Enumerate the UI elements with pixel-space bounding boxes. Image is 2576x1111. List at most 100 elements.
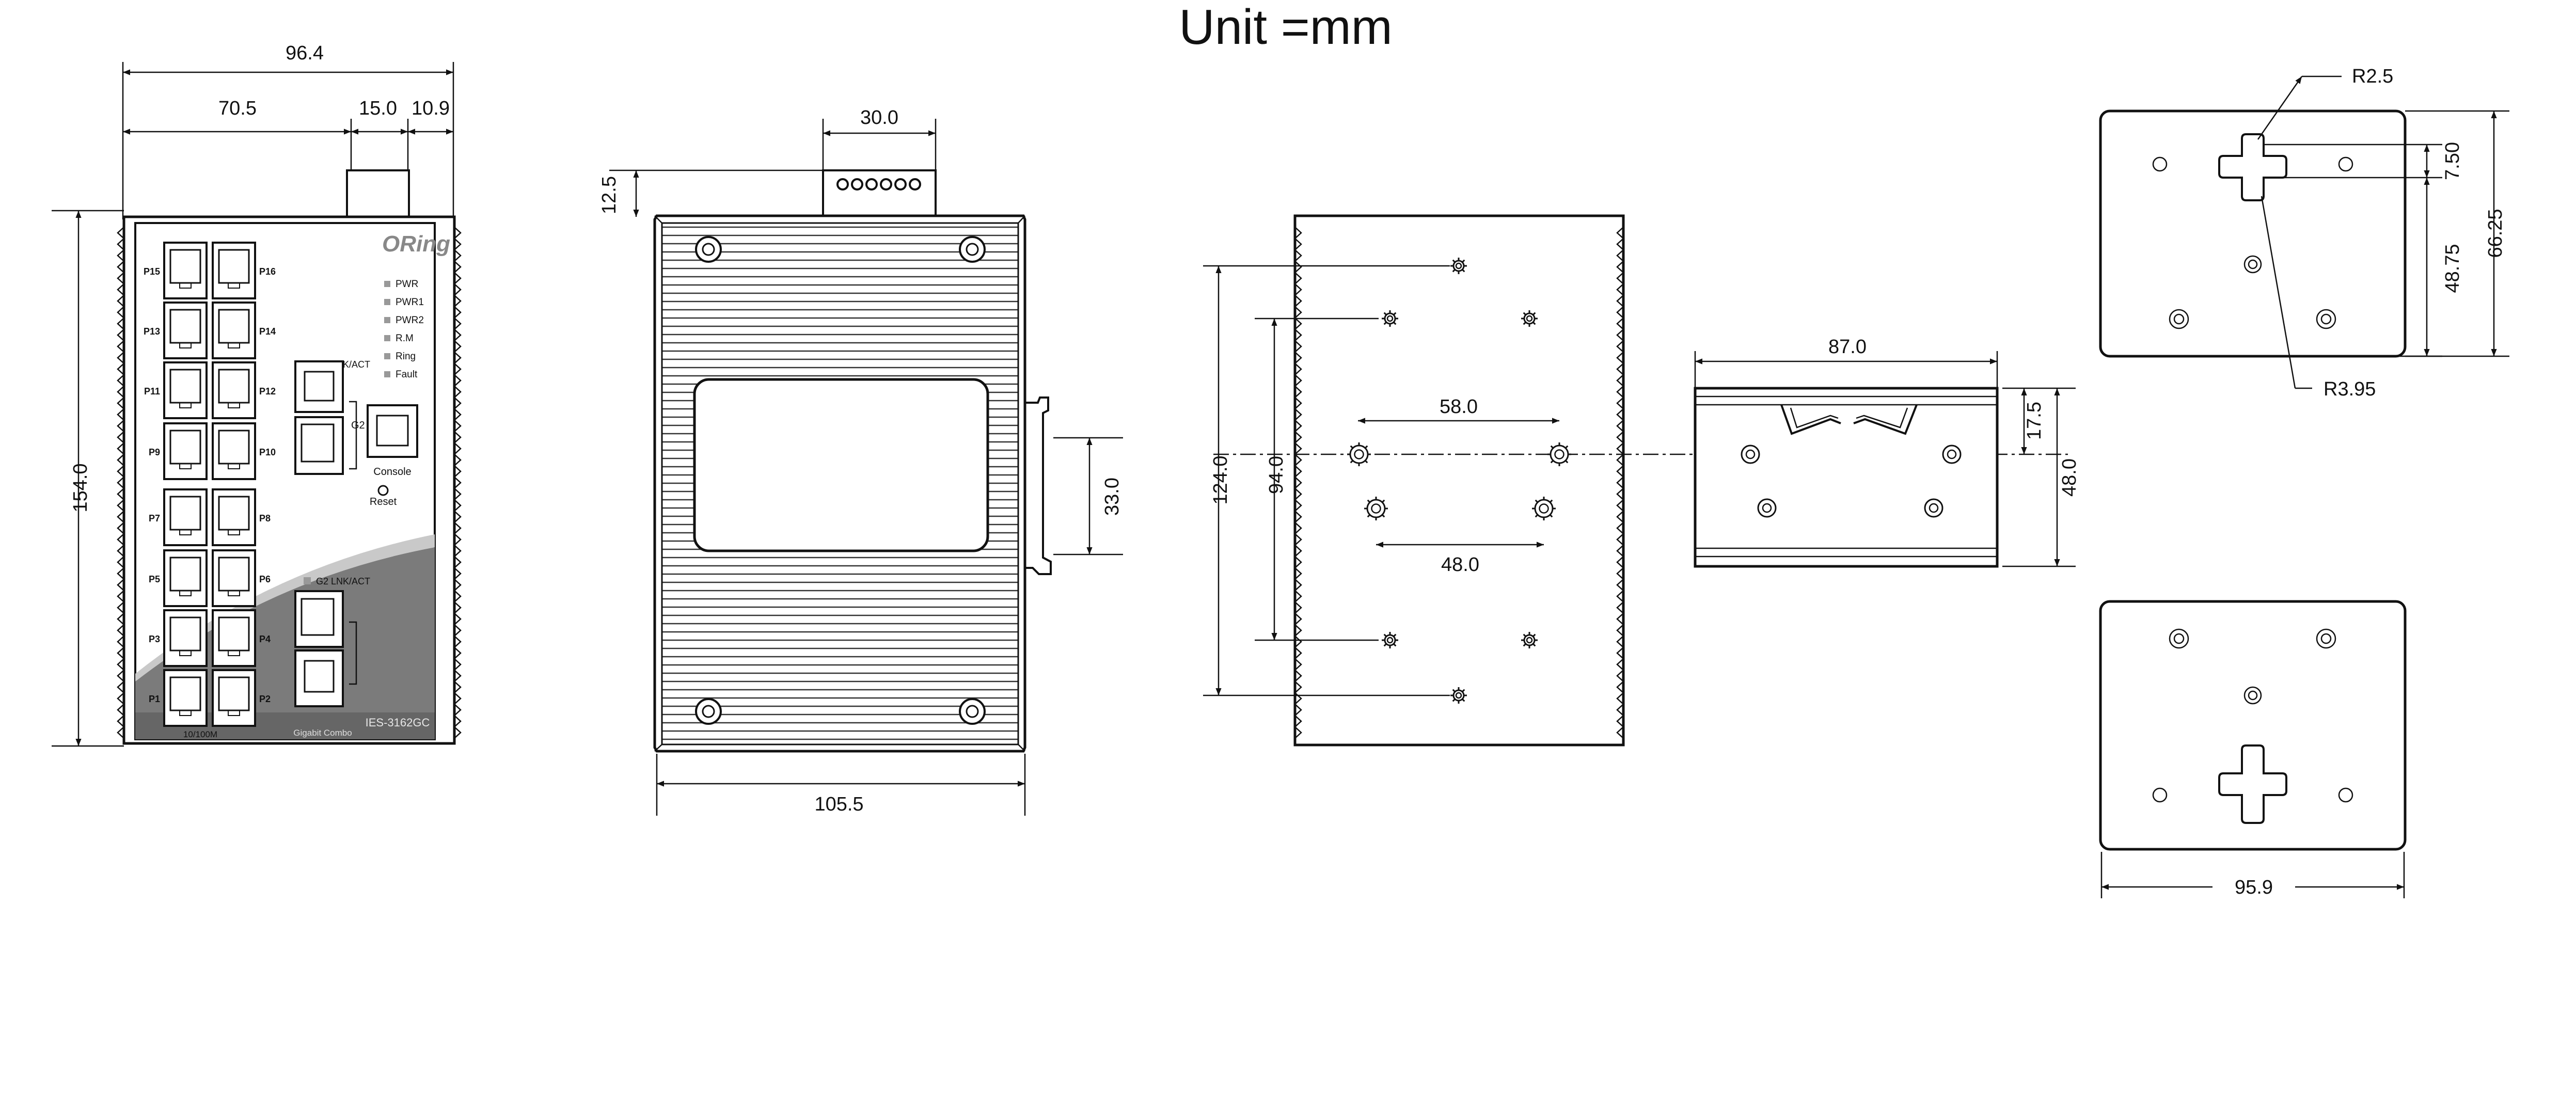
rj45-port — [163, 361, 208, 419]
dim-outer-height: 124.0 — [1210, 455, 1231, 504]
din-rail-clip: 87.0 17.5 48.0 — [1694, 336, 2080, 568]
model-label: IES-3162GC — [366, 716, 430, 729]
g2-label: G2 — [351, 420, 365, 431]
label-large-radius: R3.95 — [2324, 378, 2376, 400]
dim-plate-width: 95.9 — [2235, 877, 2273, 898]
terminal-pin — [909, 178, 921, 191]
port-label: P11 — [144, 386, 160, 396]
dim-slot-offset: 7.50 — [2442, 142, 2463, 180]
dim-right-section: 10.9 — [412, 98, 450, 119]
clip-hole — [1924, 498, 1943, 518]
g2-sfp-port — [294, 416, 344, 475]
rj45-port — [212, 242, 256, 299]
mount-hole — [1523, 634, 1536, 646]
mount-hole — [1534, 499, 1554, 518]
terminal-pin — [836, 178, 849, 191]
rj45-port — [163, 669, 208, 727]
mount-hole — [1452, 260, 1465, 272]
rj45-port — [212, 361, 256, 419]
led-indicator — [384, 335, 390, 341]
dim-din-height: 33.0 — [1101, 478, 1123, 516]
port-label: P13 — [144, 326, 160, 337]
dim-middle-section: 15.0 — [359, 98, 397, 119]
rj45-port — [163, 242, 208, 299]
keyhole-slot-bottom — [2218, 744, 2287, 824]
rj45-port — [212, 488, 256, 546]
port-label: P3 — [149, 634, 160, 644]
console-port — [367, 404, 418, 458]
dim-overall-width: 96.4 — [286, 42, 324, 64]
dim-left-section: 70.5 — [218, 98, 257, 119]
port-label: P6 — [259, 574, 271, 584]
reset-button — [377, 485, 389, 496]
dim-connector-width: 30.0 — [860, 107, 898, 129]
led-indicator — [384, 371, 390, 377]
wall-plate-top — [2099, 109, 2407, 358]
dim-height: 154.0 — [70, 463, 91, 512]
led-indicator — [384, 299, 390, 305]
rj45-port — [212, 422, 256, 480]
mount-hole — [1384, 634, 1396, 646]
gigabit-label: Gigabit Combo — [293, 728, 352, 738]
port-label: P1 — [149, 694, 160, 704]
led-label: R.M — [396, 333, 414, 344]
port-label: P14 — [259, 326, 276, 337]
front-view: 96.4 70.5 15.0 10.9 154.0 ORing P15P13P1… — [52, 42, 462, 747]
led-indicator — [384, 353, 390, 359]
terminal-pin — [865, 178, 878, 191]
rj45-port — [212, 609, 256, 667]
brand-logo: ORing — [382, 231, 450, 257]
port-label: P16 — [259, 266, 276, 277]
port-label: P8 — [259, 513, 271, 523]
port-label: P7 — [149, 513, 160, 523]
port-label: P4 — [259, 634, 271, 644]
rj45-port — [212, 669, 256, 727]
led-label: Fault — [396, 369, 418, 380]
dim-lower-spacing: 48.0 — [1441, 554, 1479, 576]
terminal-block — [822, 169, 937, 218]
mount-hole — [1349, 445, 1369, 464]
port-label: P5 — [149, 574, 160, 584]
screw — [959, 698, 986, 725]
wall-mount-plates: R2.5 R3.95 7.50 48.75 66.25 95.9 — [2099, 66, 2509, 898]
port-label: P2 — [259, 694, 271, 704]
g1-sfp-port — [294, 590, 344, 648]
rj45-port — [212, 301, 256, 359]
screw — [959, 236, 986, 263]
dim-connector-height: 12.5 — [598, 176, 620, 214]
clip-hole — [1741, 445, 1760, 464]
rj45-port — [163, 488, 208, 546]
page-title: Unit =mm — [1179, 0, 1392, 55]
dim-slot-to-hole: 48.75 — [2442, 244, 2463, 293]
clip-hole — [1942, 445, 1962, 464]
led-label: PWR — [396, 279, 418, 290]
rj45-port — [163, 549, 208, 607]
led-label: PWR1 — [396, 297, 424, 308]
clip-hole — [1757, 498, 1777, 518]
terminal-pin — [894, 178, 907, 191]
terminal-pin — [851, 178, 863, 191]
rear-view: 124.0 94.0 58.0 48.0 — [1203, 214, 2068, 747]
dim-inner-height: 94.0 — [1266, 456, 1287, 494]
g1-rj45-port — [294, 649, 344, 707]
terminal-pin — [880, 178, 892, 191]
dim-clip-top-offset: 17.5 — [2024, 402, 2045, 440]
dim-depth: 105.5 — [814, 793, 863, 815]
dim-plate-height: 66.25 — [2485, 209, 2506, 258]
port-label: P10 — [259, 447, 276, 457]
led-indicator — [384, 317, 390, 323]
wall-plate-bottom — [2099, 600, 2407, 851]
mount-hole — [1523, 312, 1536, 325]
dim-clip-width: 87.0 — [1828, 336, 1867, 358]
screw — [695, 698, 722, 725]
dim-upper-spacing: 58.0 — [1440, 396, 1478, 418]
label-window — [693, 378, 989, 552]
rj45-port-grid — [163, 242, 256, 727]
g2-rj45-port — [294, 360, 344, 413]
screw — [695, 236, 722, 263]
port-label: P9 — [149, 447, 160, 457]
port-label: P12 — [259, 386, 276, 396]
side-view: 30.0 12.5 33.0 105.5 — [598, 107, 1123, 816]
label-small-radius: R2.5 — [2352, 66, 2393, 87]
